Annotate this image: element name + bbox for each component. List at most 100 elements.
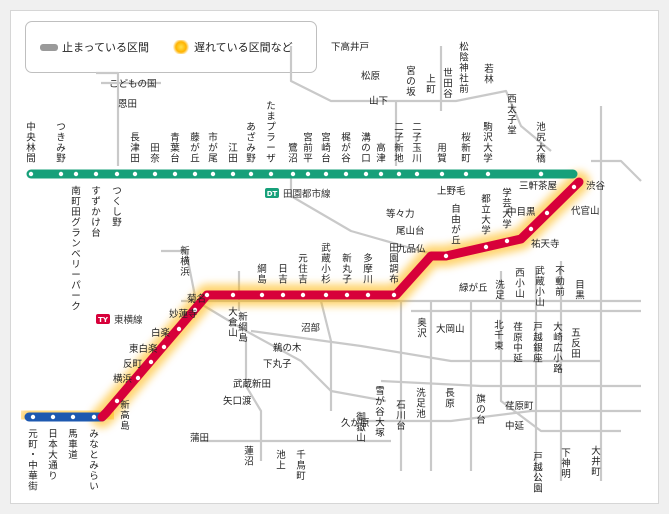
toyoko-badge-label: 東横線 <box>114 314 143 326</box>
den-en-toshi-3-station-dot <box>93 171 99 177</box>
toyoko-10-station-dot <box>323 292 329 298</box>
station-label: 下高井戸 <box>331 41 369 53</box>
other-line-12 <box>319 300 333 411</box>
other-line-19 <box>591 159 642 182</box>
other-line-16 <box>499 271 621 433</box>
station-label: 西太子堂 <box>507 94 517 137</box>
station-label: 雪が谷大塚 <box>375 386 385 439</box>
toyoko-14-station-dot <box>230 292 236 298</box>
station-label: 池尻大橋 <box>536 121 546 165</box>
station-label: 鷺沼 <box>288 143 298 165</box>
station-label: 市が尾 <box>208 132 218 165</box>
den-en-toshi-9-station-dot <box>210 171 216 177</box>
station-label: 荏原中延 <box>513 322 523 365</box>
station-label: 梶が谷 <box>341 132 351 165</box>
other-line-10 <box>244 336 263 461</box>
station-label: 下丸子 <box>263 358 292 370</box>
station-label: 洗足池 <box>416 387 426 420</box>
other-line-23 <box>380 379 641 388</box>
toyoko-17-station-dot <box>176 326 182 332</box>
station-label: 二子玉川 <box>412 122 422 165</box>
station-label: 北千束 <box>494 320 504 352</box>
station-label: 荏原町 <box>505 401 534 412</box>
station-label: 蒲田 <box>190 432 209 444</box>
toyoko-6-station-dot <box>443 253 449 259</box>
den-en-toshi-13-station-dot <box>290 171 296 177</box>
minatomirai-1-station-dot <box>114 398 120 404</box>
den-en-toshi-17-station-dot <box>363 171 369 177</box>
station-label: 洗足 <box>495 279 505 302</box>
den-en-toshi-4-station-dot <box>114 171 120 177</box>
station-label: 大倉山 <box>228 306 238 339</box>
station-label: 都立大学 <box>481 194 491 237</box>
other-line-2 <box>289 46 552 152</box>
legend-stopped: 止まっている区間 <box>40 39 149 55</box>
station-label: 九品仏 <box>397 243 426 255</box>
station-label: 長原 <box>445 388 455 410</box>
toyoko-9-station-dot <box>344 292 350 298</box>
station-label: 下神明 <box>561 448 571 480</box>
station-label: 南町田グランベリーパーク <box>71 185 81 313</box>
den-en-toshi-badge-label: 田園都市線 <box>283 188 331 200</box>
den-en-toshi-8-station-dot <box>192 171 198 177</box>
service-status-map: 止まっている区間 遅れている区間など 中央林間つきみ野南町田グランベリーパークす… <box>10 10 659 504</box>
den-en-toshi-14-station-dot <box>305 171 311 177</box>
station-label: 元町・中華街 <box>28 429 38 493</box>
toyoko-18-station-dot <box>161 344 167 350</box>
station-label: 白楽 <box>151 327 171 339</box>
minatomirai-2-station-dot <box>91 414 97 420</box>
den-en-toshi-7-station-dot <box>172 171 178 177</box>
den-en-toshi-18-station-dot <box>378 171 384 177</box>
station-label: 田奈 <box>150 143 160 165</box>
station-label: 戸越銀座 <box>533 322 543 365</box>
delay-glow-icon <box>172 40 190 54</box>
map-legend: 止まっている区間 遅れている区間など <box>25 21 317 73</box>
den-en-toshi-23-station-dot <box>485 171 491 177</box>
den-en-toshi-19-station-dot <box>396 171 402 177</box>
station-label: 武蔵小山 <box>535 265 545 309</box>
station-label: 沼部 <box>301 322 320 334</box>
station-label: 西小山 <box>515 268 525 300</box>
station-label: 三軒茶屋 <box>519 180 557 192</box>
toyoko-13-station-dot <box>259 292 265 298</box>
route-map-canvas: 中央林間つきみ野南町田グランベリーパークすずかけ台つくし野長津田田奈青葉台藤が丘… <box>18 41 642 495</box>
station-label: たまプラーザ <box>266 101 276 165</box>
station-label: 宮前平 <box>303 132 313 165</box>
station-label: 多摩川 <box>363 253 373 286</box>
station-label: 大岡山 <box>436 323 465 335</box>
station-label: 祐天寺 <box>531 238 560 250</box>
station-label: 代官山 <box>571 205 600 217</box>
den-en-toshi-2-station-dot <box>73 171 79 177</box>
station-label: 宮崎台 <box>321 132 331 165</box>
den-en-toshi-15-station-dot <box>323 171 329 177</box>
legend-delayed: 遅れている区間など <box>172 39 293 55</box>
station-label: 千鳥町 <box>296 450 306 482</box>
station-label: 学芸大学 <box>502 187 512 231</box>
station-label: 新綱島 <box>238 311 248 344</box>
den-en-toshi-25-station-dot <box>538 171 544 177</box>
station-label: 松原 <box>361 70 380 82</box>
toyoko-7-station-dot <box>391 292 397 298</box>
den-en-toshi-6-station-dot <box>152 171 158 177</box>
other-line-7 <box>161 249 198 302</box>
station-label: 菊名 <box>187 293 206 305</box>
toyoko-badge-code: TY <box>98 316 109 324</box>
den-en-toshi-5-station-dot <box>132 171 138 177</box>
station-label: 上町 <box>426 74 436 96</box>
den-en-toshi-10-station-dot <box>230 171 236 177</box>
station-label: 妙蓮寺 <box>169 308 198 320</box>
station-label: 田園調布 <box>389 243 399 286</box>
station-label: 反町 <box>123 359 143 370</box>
station-label: 渋谷 <box>586 180 606 192</box>
den-en-toshi-16-station-dot <box>343 171 349 177</box>
station-label: 尾山台 <box>396 225 425 237</box>
station-label: 旗の台 <box>476 393 486 426</box>
toyoko-12-station-dot <box>280 292 286 298</box>
toyoko-19-station-dot <box>148 359 154 365</box>
station-label: みなとみらい <box>89 429 99 493</box>
minatomirai-5-station-dot <box>30 414 36 420</box>
stopped-swatch-icon <box>40 43 58 51</box>
minatomirai-3-station-dot <box>70 414 76 420</box>
station-label: 長津田 <box>130 133 140 165</box>
